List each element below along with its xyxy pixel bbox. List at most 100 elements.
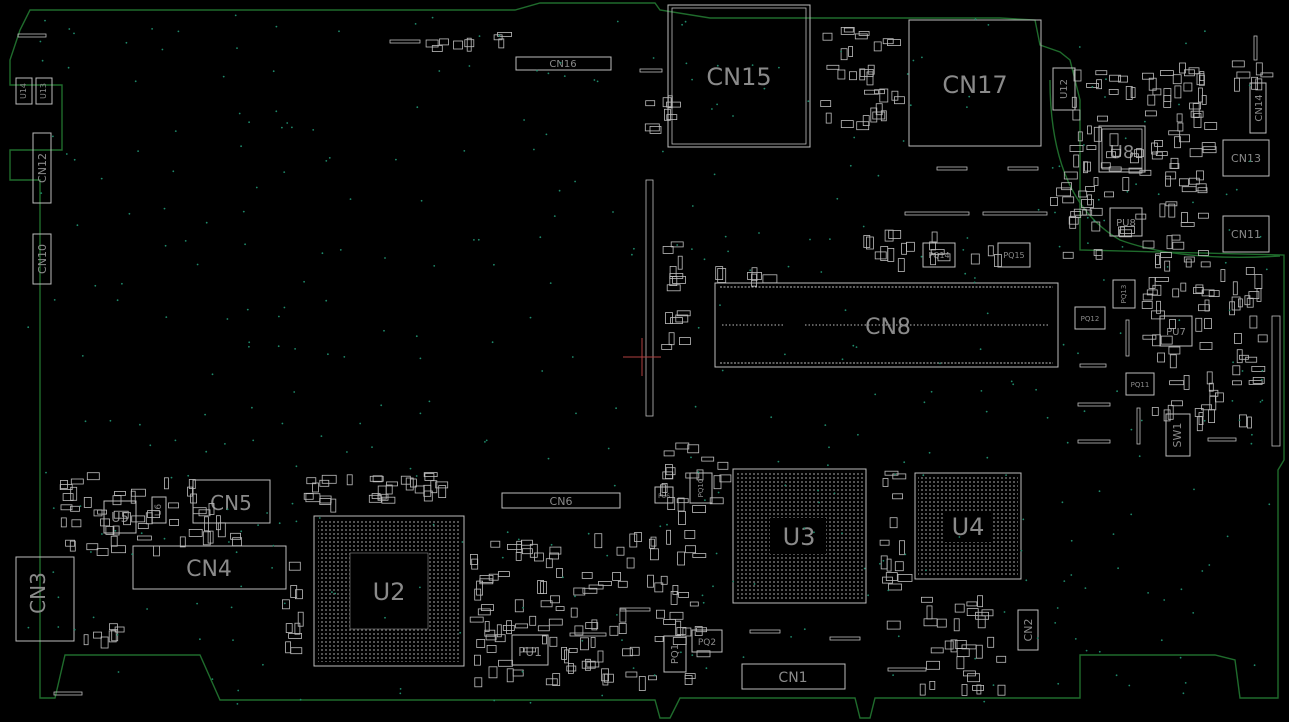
via <box>65 153 68 155</box>
via <box>1070 539 1073 542</box>
connector-cn8[interactable]: CN8 <box>714 282 1059 368</box>
power-pu7[interactable]: PU7 <box>1159 315 1193 347</box>
connector-cn11[interactable]: CN11 <box>1222 215 1270 253</box>
connector-cn10[interactable]: CN10 <box>32 233 52 285</box>
connector-cn2[interactable]: CN2 <box>1017 609 1039 651</box>
chip-u12[interactable]: U12 <box>1052 67 1076 111</box>
via <box>841 532 843 535</box>
via <box>275 110 278 113</box>
passive-footprint <box>466 37 472 52</box>
mosfet-pq11[interactable]: PQ11 <box>1125 372 1155 396</box>
connector-cn4[interactable]: CN4 <box>132 545 287 590</box>
via <box>468 65 471 67</box>
chip-u14[interactable]: U14 <box>15 77 33 105</box>
via <box>1261 369 1264 372</box>
passive-footprint <box>321 474 337 484</box>
via <box>184 240 187 242</box>
mosfet-pq12[interactable]: PQ12 <box>1074 306 1106 330</box>
power-pu6[interactable]: PU6 <box>654 486 674 504</box>
passive-footprint <box>192 507 207 515</box>
via <box>966 237 969 239</box>
passive-footprint <box>670 591 678 605</box>
passive-footprint <box>568 648 578 653</box>
chip-u4[interactable]: U4 <box>914 472 1022 580</box>
passive-footprint <box>288 561 301 571</box>
passive-footprint <box>879 539 890 546</box>
passive-footprint <box>921 596 933 603</box>
connector-cn14[interactable]: CN14 <box>1249 82 1267 134</box>
via <box>844 309 847 312</box>
cn16-label: CN16 <box>549 59 576 70</box>
via <box>719 304 721 306</box>
passive-footprint <box>552 673 561 686</box>
passive-footprint <box>996 655 1007 663</box>
passive-footprint <box>629 533 638 548</box>
power-pu8[interactable]: PU8 <box>1109 207 1143 237</box>
passive-footprint <box>926 660 940 670</box>
passive-footprint <box>619 608 627 623</box>
passive-footprint <box>114 626 125 633</box>
via <box>431 16 434 19</box>
chip-u6[interactable]: U6 <box>151 496 167 524</box>
via <box>1226 535 1229 538</box>
connector-cn3[interactable]: CN3 <box>15 556 75 642</box>
passive-footprint <box>892 473 907 480</box>
mosfet-pq2[interactable]: PQ2 <box>691 629 723 653</box>
mosfet-pq1[interactable]: PQ1 <box>663 635 687 673</box>
connector-cn17[interactable]: CN17 <box>908 19 1042 147</box>
passive-footprint <box>820 100 832 107</box>
mosfet-pq15[interactable]: PQ15 <box>997 242 1031 268</box>
passive-footprint <box>1087 125 1092 135</box>
pq15-label: PQ15 <box>1003 251 1024 260</box>
passive-footprint <box>431 45 443 52</box>
via <box>1166 266 1169 268</box>
passive-footprint <box>888 583 902 591</box>
via <box>151 28 154 30</box>
passive-footprint <box>1163 95 1172 108</box>
via <box>117 671 120 673</box>
via <box>803 628 806 631</box>
via <box>205 221 208 224</box>
mosfet-pq14[interactable]: PQ14 <box>922 242 956 268</box>
connector-cn1[interactable]: CN1 <box>741 663 846 690</box>
via <box>172 170 175 173</box>
passive-footprint <box>1204 299 1210 312</box>
passive-footprint <box>1155 276 1169 282</box>
via <box>461 541 464 543</box>
passive-footprint <box>661 482 668 493</box>
via <box>691 248 693 251</box>
passive-footprint <box>747 271 762 280</box>
via <box>1074 638 1077 640</box>
via <box>415 475 418 477</box>
chip-u13[interactable]: U13 <box>35 77 53 105</box>
connector-cn12[interactable]: CN12 <box>32 132 52 204</box>
passive-footprint <box>961 684 968 696</box>
mosfet-pq10[interactable]: PQ10 <box>689 472 713 504</box>
passive-footprint <box>202 531 211 546</box>
passive-footprint <box>498 659 513 667</box>
mosfet-pq13[interactable]: PQ13 <box>1112 279 1136 309</box>
connector-cn5[interactable]: CN5 <box>192 479 271 524</box>
via <box>149 444 152 447</box>
via <box>485 439 488 442</box>
connector-cn6[interactable]: CN6 <box>501 492 621 509</box>
passive-footprint <box>570 607 578 618</box>
connector-cn16[interactable]: CN16 <box>515 56 612 71</box>
passive-footprint <box>864 89 879 95</box>
passive-footprint <box>884 470 899 476</box>
passive-footprint <box>1174 85 1182 99</box>
connector-cn13[interactable]: CN13 <box>1222 139 1270 177</box>
via <box>1160 639 1163 642</box>
via <box>974 657 977 660</box>
chip-u2[interactable]: U2 <box>313 515 465 667</box>
via <box>235 551 238 554</box>
chip-u3[interactable]: U3 <box>732 468 867 604</box>
switch-sw1[interactable]: SW1 <box>1165 413 1191 457</box>
passive-footprint <box>1232 365 1241 376</box>
passive-footprint <box>717 461 729 470</box>
via <box>1241 370 1244 372</box>
u14-label: U14 <box>19 83 28 99</box>
passive-footprint <box>892 493 903 500</box>
connector-cn15[interactable]: CN15 <box>667 4 811 148</box>
